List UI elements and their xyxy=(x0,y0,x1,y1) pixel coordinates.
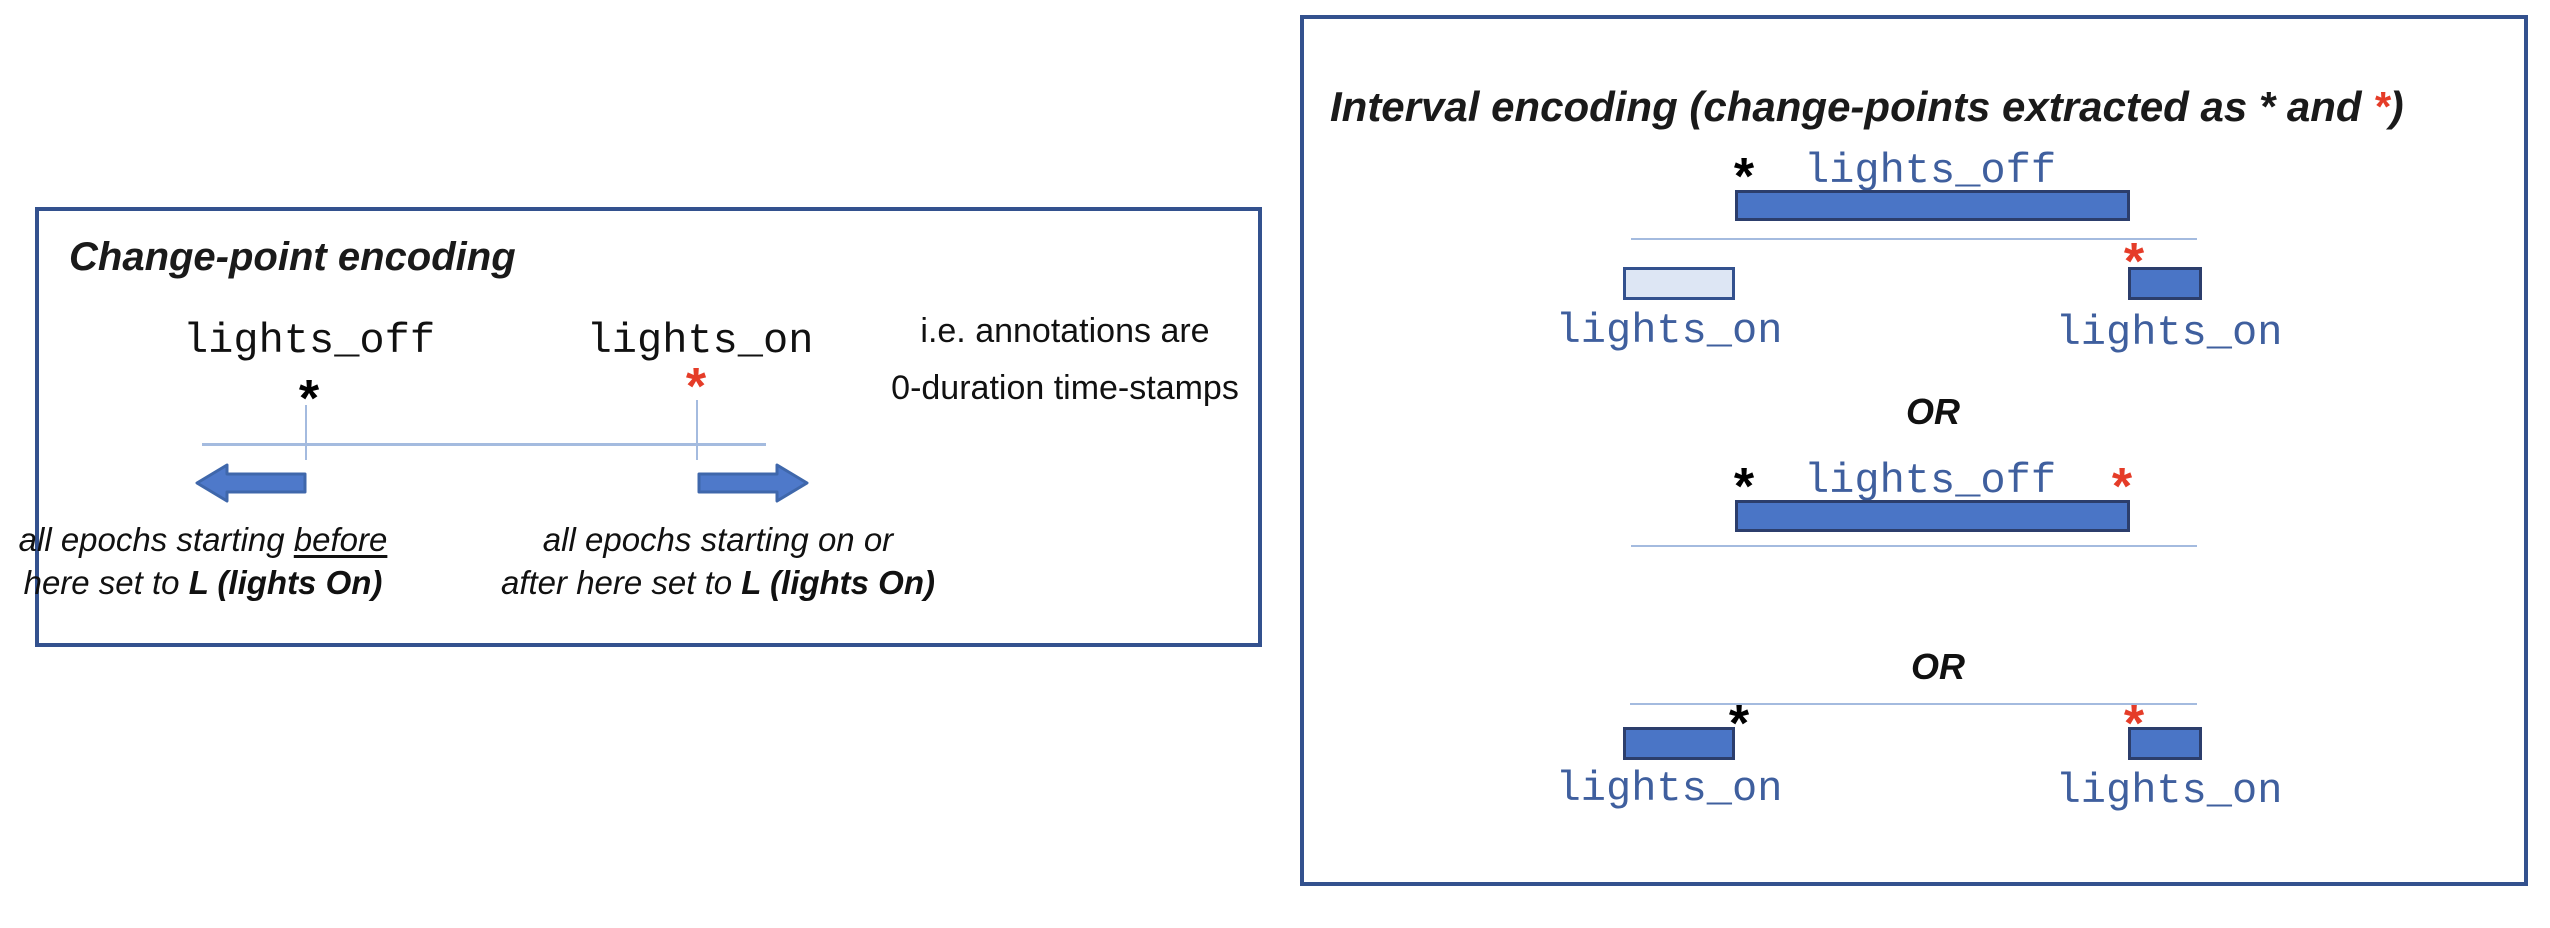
row3-lights-on-bar-left xyxy=(1623,727,1735,760)
title-black-asterisk: * xyxy=(2258,83,2276,130)
row1-lights-off-label: lights_off xyxy=(1803,147,2057,195)
change-point-title: Change-point encoding xyxy=(69,235,516,279)
row1-lights-on-bar-light xyxy=(1623,267,1735,300)
interval-panel: Interval encoding (change-points extract… xyxy=(1300,15,2528,886)
or-separator-2: OR xyxy=(1911,646,1965,687)
row3-lights-on-right-label: lights_on xyxy=(2055,767,2283,815)
black-asterisk-marker: * xyxy=(298,370,320,428)
interval-title-prefix: Interval encoding (change-points extract… xyxy=(1330,83,2259,130)
row2-lights-off-bar xyxy=(1735,500,2130,532)
row2-lights-off-label: lights_off xyxy=(1803,457,2057,505)
lights-on-tick xyxy=(696,400,698,460)
row1-lights-on-bar-right xyxy=(2128,267,2202,300)
lights-on-label: lights_on xyxy=(586,317,814,365)
timeline xyxy=(202,443,766,446)
title-red-asterisk: * xyxy=(2373,83,2390,130)
row2-baseline xyxy=(1631,545,2197,547)
row1-lights-on-left-label: lights_on xyxy=(1555,307,1783,355)
row1-lights-on-right-label: lights_on xyxy=(2055,309,2283,357)
interval-title-suffix: ) xyxy=(2389,83,2404,130)
note-line-2: 0-duration time-stamps xyxy=(891,369,1239,407)
caption-before-underlined: before xyxy=(293,521,388,558)
caption-before-line2-text: here set to xyxy=(23,564,189,601)
row3-lights-on-left-label: lights_on xyxy=(1555,765,1783,813)
right-arrow-icon xyxy=(697,463,809,503)
caption-after-bold: L (lights On) xyxy=(741,564,936,601)
caption-after-line-1: all epochs starting on or xyxy=(542,521,894,558)
caption-before-text: all epochs starting xyxy=(18,521,294,558)
interval-title: Interval encoding (change-points extract… xyxy=(1330,82,2404,132)
zero-duration-note: i.e. annotations are 0-duration time-sta… xyxy=(891,303,1239,417)
row1-baseline xyxy=(1631,238,2197,240)
lights-off-label: lights_off xyxy=(182,317,436,365)
lights-off-tick xyxy=(305,405,307,460)
left-arrow-icon xyxy=(195,463,307,503)
caption-before-bold: L (lights On) xyxy=(188,564,383,601)
row3-lights-on-bar-right xyxy=(2128,727,2202,760)
row1-lights-off-bar xyxy=(1735,190,2130,221)
caption-after-line2-text: after here set to xyxy=(500,564,742,601)
or-separator-1: OR xyxy=(1906,391,1960,432)
caption-after-line-2: after here set to L (lights On) xyxy=(501,561,935,604)
caption-before: all epochs starting before here set to L… xyxy=(19,518,388,604)
row3-baseline xyxy=(1630,703,2197,705)
caption-before-line-2: here set to L (lights On) xyxy=(19,561,388,604)
caption-after: all epochs starting on or after here set… xyxy=(501,518,935,604)
note-line-1: i.e. annotations are xyxy=(920,312,1210,350)
caption-before-line-1: all epochs starting before xyxy=(19,518,388,561)
red-asterisk-marker: * xyxy=(685,358,707,416)
interval-title-middle: and xyxy=(2275,83,2374,130)
change-point-panel: Change-point encoding lights_off lights_… xyxy=(19,207,1262,647)
